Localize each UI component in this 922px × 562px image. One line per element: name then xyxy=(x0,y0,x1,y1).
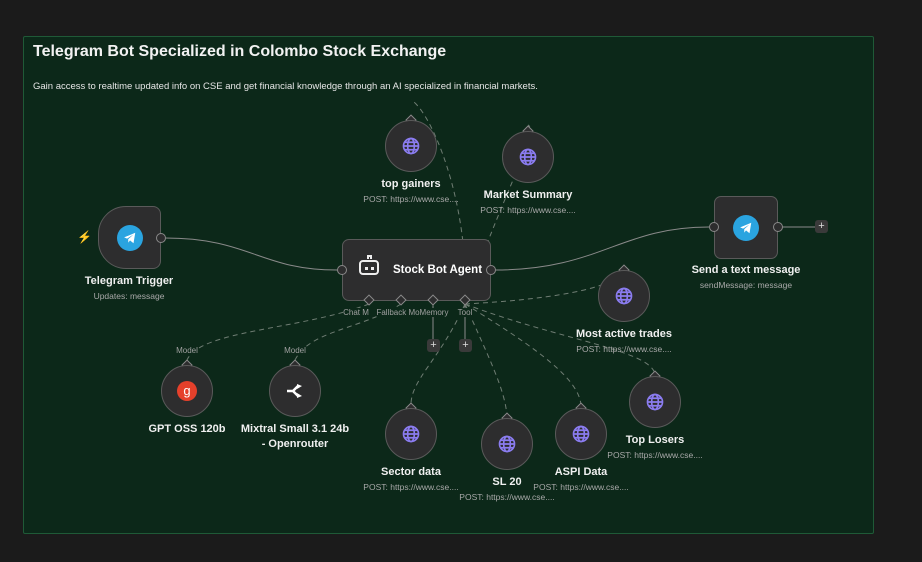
http-tool-node-sector[interactable] xyxy=(385,408,437,460)
openrouter-icon xyxy=(287,384,302,398)
label-line: - Openrouter xyxy=(261,438,329,450)
edge-agent-send xyxy=(494,226,710,271)
node-subtitle: sendMessage: message xyxy=(699,280,793,290)
http-tool-node-active[interactable] xyxy=(598,270,650,322)
node-label: Sector data xyxy=(381,466,441,478)
gpt-oss-node[interactable]: g xyxy=(161,365,213,417)
port-label: Memory xyxy=(419,308,449,317)
port-label: Fallback Mo xyxy=(376,308,420,317)
port-label: Chat M xyxy=(343,308,369,317)
add-memory-button[interactable]: + xyxy=(427,339,440,352)
node-label: top gainers xyxy=(381,178,441,190)
node-label: Stock Bot Agent xyxy=(393,264,483,276)
http-tool-node-gainers[interactable] xyxy=(385,120,437,172)
globe-icon xyxy=(401,424,421,444)
add-tool-button[interactable]: + xyxy=(459,339,472,352)
edge-trigger-agent xyxy=(164,237,338,271)
stock-bot-agent-node[interactable]: Stock Bot Agent xyxy=(342,239,491,301)
node-subtitle: POST: https://www.cse.... xyxy=(363,194,459,204)
globe-icon xyxy=(571,424,591,444)
globe-icon xyxy=(518,147,538,167)
telegram-icon xyxy=(733,214,759,241)
node-subtitle: POST: https://www.cse.... xyxy=(459,492,555,502)
send-message-node[interactable] xyxy=(714,196,778,259)
node-subtitle: Updates: message xyxy=(93,291,165,301)
edge-tool-losers xyxy=(464,303,656,375)
node-label: Top Losers xyxy=(625,434,685,446)
node-label: ASPI Data xyxy=(554,466,608,478)
port-label: Tool xyxy=(457,308,473,317)
globe-icon xyxy=(497,434,517,454)
sticky-description: Gain access to realtime updated info on … xyxy=(33,81,538,92)
globe-icon xyxy=(645,392,665,412)
http-tool-node-aspi[interactable] xyxy=(555,408,607,460)
node-label: GPT OSS 120b xyxy=(148,423,226,435)
edge-tool-aspi xyxy=(464,303,582,407)
edge-model-gpt xyxy=(186,303,370,361)
node-subtitle: POST: https://www.cse.... xyxy=(480,205,576,215)
http-tool-node-sl20[interactable] xyxy=(481,418,533,470)
node-label: SL 20 xyxy=(492,476,522,488)
model-port-label: Model xyxy=(284,346,306,355)
node-subtitle: POST: https://www.cse.... xyxy=(607,450,703,460)
agent-input-handle[interactable] xyxy=(337,265,347,275)
bolt-icon: ⚡ xyxy=(77,230,92,244)
send-input-handle[interactable] xyxy=(709,222,719,232)
node-label: Most active trades xyxy=(576,328,672,340)
sticky-title: Telegram Bot Specialized in Colombo Stoc… xyxy=(33,43,447,60)
node-subtitle: POST: https://www.cse.... xyxy=(533,482,629,492)
globe-icon xyxy=(614,286,634,306)
node-subtitle: POST: https://www.cse.... xyxy=(363,482,459,492)
label-line: Mixtral Small 3.1 24b xyxy=(240,423,350,435)
edge-tool-sl20 xyxy=(464,303,508,417)
node-label: Telegram Trigger xyxy=(84,275,174,287)
node-subtitle: POST: https://www.cse.... xyxy=(576,344,672,354)
robot-icon xyxy=(359,255,379,275)
add-node-button[interactable]: + xyxy=(815,220,828,233)
edge-tool-sector xyxy=(410,303,466,407)
node-label: Mixtral Small 3.1 24b - Openrouter xyxy=(241,422,349,452)
http-tool-node-market[interactable] xyxy=(502,131,554,183)
globe-icon xyxy=(401,136,421,156)
mixtral-node[interactable] xyxy=(269,365,321,417)
http-tool-node-losers[interactable] xyxy=(629,376,681,428)
node-label: Market Summary xyxy=(483,189,573,201)
model-port-label: Model xyxy=(176,346,198,355)
groq-icon: g xyxy=(177,381,197,401)
telegram-trigger-node[interactable] xyxy=(98,206,161,269)
telegram-icon xyxy=(116,224,143,251)
node-label: Send a text message xyxy=(691,264,801,276)
trigger-output-handle[interactable] xyxy=(156,233,166,243)
send-output-handle[interactable] xyxy=(773,222,783,232)
agent-output-handle[interactable] xyxy=(486,265,496,275)
